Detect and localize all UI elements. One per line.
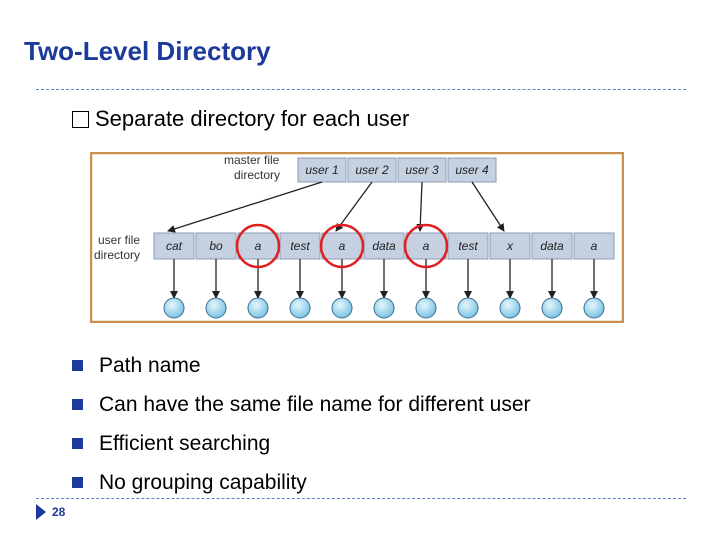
user-cell-label: test: [290, 239, 310, 253]
square-bullet-icon: [72, 360, 83, 371]
bullet-list: Path name Can have the same file name fo…: [72, 346, 531, 502]
checkbox-bullet-icon: [72, 110, 89, 128]
user-cell-label: bo: [209, 239, 223, 253]
file-node: [457, 297, 479, 319]
square-bullet-icon: [72, 477, 83, 488]
file-nodes: [163, 259, 605, 319]
slide-title: Two-Level Directory: [24, 36, 271, 66]
pointer-arrows: [167, 181, 505, 233]
file-node: [205, 297, 227, 319]
master-cell: [447, 157, 497, 183]
master-cell-label: user 2: [355, 163, 389, 177]
master-cell: [297, 157, 347, 183]
subtitle-text: Separate directory for each user: [95, 106, 410, 131]
user-cell-label: a: [591, 239, 598, 253]
user-cell-label: data: [540, 239, 564, 253]
user-cell: [405, 232, 447, 260]
master-cell-label: user 3: [405, 163, 439, 177]
square-bullet-icon: [72, 438, 83, 449]
master-cell-label: user 4: [455, 163, 489, 177]
bullet-item: No grouping capability: [72, 463, 531, 502]
user-label-line1: user file: [98, 233, 140, 247]
file-node: [289, 297, 311, 319]
bottom-divider: [36, 498, 686, 499]
page-number-text: 28: [52, 505, 66, 519]
user-cell-label: x: [506, 239, 514, 253]
user-cell: [447, 232, 489, 260]
top-divider: [36, 89, 686, 90]
file-node: [247, 297, 269, 319]
highlight-circle: [403, 223, 449, 269]
pointer-arrow: [167, 181, 323, 233]
master-directory-row: user 1 user 2 user 3 user 4: [297, 157, 497, 183]
square-bullet-icon: [72, 399, 83, 410]
master-cell: [397, 157, 447, 183]
bullet-item: Efficient searching: [72, 424, 531, 463]
master-label-line1: master file: [224, 153, 280, 167]
user-cell-label: a: [339, 239, 346, 253]
file-node: [541, 297, 563, 319]
highlight-circle: [319, 223, 365, 269]
file-node: [583, 297, 605, 319]
triangle-marker-icon: [36, 504, 46, 520]
file-node: [331, 297, 353, 319]
page-number: 28: [36, 504, 65, 520]
pointer-arrow: [335, 181, 373, 232]
master-cell-label: user 1: [305, 163, 338, 177]
user-cell-label: a: [423, 239, 430, 253]
master-label-line2: directory: [234, 168, 280, 182]
two-level-directory-diagram: master file directory user file director…: [90, 152, 624, 323]
file-node: [163, 297, 185, 319]
user-directory-row: cat bo a test a data a test x data a: [153, 232, 615, 260]
user-cell-label: cat: [166, 239, 183, 253]
user-label-line2: directory: [94, 248, 140, 262]
master-cell: [347, 157, 397, 183]
bullet-item: Path name: [72, 346, 531, 385]
user-cell-label: data: [372, 239, 396, 253]
file-node: [373, 297, 395, 319]
user-cell: [531, 232, 573, 260]
bullet-item: Can have the same file name for differen…: [72, 385, 531, 424]
pointer-arrow: [416, 181, 425, 232]
highlight-circles: [235, 223, 449, 269]
file-node: [499, 297, 521, 319]
file-node: [415, 297, 437, 319]
user-cell-label: test: [458, 239, 478, 253]
user-cell: [279, 232, 321, 260]
subtitle: Separate directory for each user: [72, 106, 409, 132]
user-cell: [573, 232, 615, 260]
pointer-arrow: [471, 181, 505, 232]
highlight-circle: [235, 223, 281, 269]
user-cell: [321, 232, 363, 260]
user-cell-label: a: [255, 239, 262, 253]
